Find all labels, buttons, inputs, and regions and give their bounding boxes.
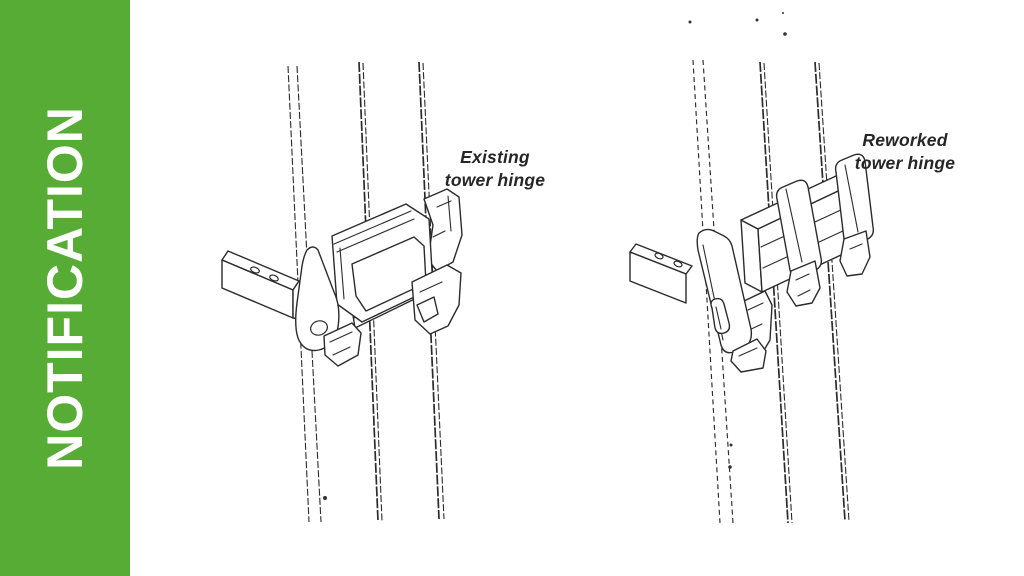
hinge-body-plate — [331, 203, 434, 323]
side-plate — [696, 228, 753, 354]
existing-hinge-drawing — [221, 61, 463, 523]
lower-clamp-hook-icon — [411, 264, 462, 335]
notification-sidebar: NOTIFICATION — [0, 0, 130, 576]
existing-hinge-caption: Existing tower hinge — [425, 146, 565, 192]
plate-lower-hook — [730, 338, 767, 373]
caption-line-1: Existing — [460, 147, 530, 167]
reworked-hinge-drawing — [629, 59, 875, 524]
caption-line-2: tower hinge — [854, 152, 956, 173]
tower-rails-right — [692, 59, 850, 524]
clamp-bracket-right — [834, 153, 875, 277]
reworked-hinge-caption: Reworked tower hinge — [835, 129, 975, 175]
sidebar-title: NOTIFICATION — [37, 106, 93, 470]
caption-line-1: Reworked — [862, 130, 948, 150]
tower-arm-beam-right — [629, 243, 693, 304]
latch-lower-clamp — [323, 322, 362, 367]
upper-clamp-hook-icon — [423, 188, 463, 272]
caption-line-2: tower hinge — [444, 169, 546, 190]
clamp-bracket-center — [775, 179, 823, 307]
scan-specks — [323, 12, 787, 500]
latch-lever — [295, 246, 340, 352]
